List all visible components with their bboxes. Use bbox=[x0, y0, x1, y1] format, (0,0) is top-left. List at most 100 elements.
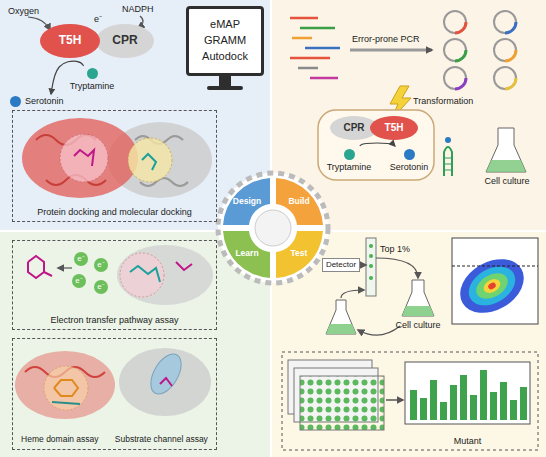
gene-fragment bbox=[292, 37, 312, 40]
dashed-panel: Heme domain assay Substrate channel assay bbox=[12, 338, 217, 450]
bar-chart bbox=[410, 390, 417, 420]
substrate-molecule: Tryptamine bbox=[62, 66, 122, 94]
bar-chart bbox=[450, 385, 457, 420]
bar-chart bbox=[470, 395, 477, 420]
flow-arrow bbox=[58, 267, 72, 268]
plasmid-symbol bbox=[505, 50, 516, 61]
plasmid-symbol bbox=[444, 11, 516, 89]
scatter-plot bbox=[451, 248, 534, 324]
node-text: Detector bbox=[326, 260, 356, 269]
gene-fragment bbox=[310, 77, 338, 80]
plasmid-symbol bbox=[505, 78, 516, 89]
flask-symbol bbox=[326, 300, 356, 334]
node-text: Substrate channel assay bbox=[115, 435, 208, 445]
cofactor-label: NADPH bbox=[122, 4, 154, 14]
gene-fragment bbox=[300, 27, 335, 30]
bar-chart bbox=[440, 402, 447, 420]
flask-symbol bbox=[402, 280, 434, 316]
flask-symbol bbox=[402, 306, 434, 316]
sorter-tube bbox=[366, 238, 376, 296]
biosensor-symbol bbox=[444, 158, 452, 159]
electron-illustration bbox=[28, 245, 213, 305]
chart-box: Mutant bbox=[405, 362, 530, 446]
substrate-molecule: Tryptamine bbox=[318, 146, 380, 176]
bar-chart bbox=[520, 387, 527, 420]
bar-chart bbox=[430, 380, 437, 420]
bar-chart bbox=[490, 392, 497, 420]
gene-fragment bbox=[305, 47, 340, 50]
electron-illustration bbox=[117, 245, 213, 305]
node-text: Tryptamine bbox=[327, 162, 372, 172]
electron-badge: e⁻ bbox=[72, 274, 86, 288]
heme-illustration bbox=[52, 402, 80, 404]
gene-fragment bbox=[290, 17, 318, 20]
flask-caption: Cell culture bbox=[388, 318, 448, 332]
sorter-tube bbox=[369, 244, 373, 248]
gear-segment: Test bbox=[279, 247, 319, 261]
sorter-tube bbox=[369, 254, 373, 258]
bar-chart bbox=[460, 375, 467, 420]
gate-label: Top 1% bbox=[380, 244, 410, 254]
electron-badge: e⁻ bbox=[94, 258, 108, 272]
electron-badge: e⁻ bbox=[94, 280, 108, 294]
flask-symbol bbox=[326, 324, 356, 334]
biosensor-symbol bbox=[444, 170, 452, 171]
node-text: T5H bbox=[385, 122, 404, 134]
node-text: Serotonin bbox=[390, 162, 429, 172]
plasmid-symbol bbox=[494, 67, 516, 89]
scatter-plot bbox=[451, 238, 538, 324]
dashed-frame bbox=[282, 352, 538, 450]
docking-illustration bbox=[128, 138, 172, 182]
bar-chart bbox=[510, 400, 517, 420]
gear-segment: Learn bbox=[227, 247, 267, 261]
gene-fragment bbox=[290, 57, 330, 60]
plasmid-symbol bbox=[444, 11, 466, 33]
biosensor-symbol bbox=[445, 137, 451, 143]
node-text: Heme domain assay bbox=[21, 435, 98, 445]
node-text: Electron transfer pathway assay bbox=[50, 315, 178, 325]
well-plate bbox=[300, 376, 384, 430]
dbtl-gear bbox=[218, 173, 328, 283]
node-text: Learn bbox=[235, 249, 258, 259]
electron-label: e⁻ bbox=[94, 12, 102, 25]
computer-screen: eMAPGRAMMAutodock bbox=[186, 6, 264, 76]
bar-chart bbox=[420, 398, 427, 420]
gene-fragment bbox=[298, 67, 318, 70]
plasmid-symbol bbox=[444, 39, 466, 61]
flask-symbol bbox=[486, 128, 526, 172]
docking-illustration bbox=[60, 134, 108, 182]
dashed-panel: Protein docking and molecular docking bbox=[12, 110, 217, 222]
monitor-stand bbox=[219, 76, 231, 86]
heme-illustration bbox=[145, 349, 188, 399]
node-text: Cell culture bbox=[395, 320, 440, 330]
flask-caption: Cell culture bbox=[472, 174, 542, 188]
process-arrow bbox=[350, 49, 432, 52]
dashed-panel: Electron transfer pathway assay bbox=[12, 240, 217, 330]
docking-illustration bbox=[22, 118, 212, 198]
dbtl-gear bbox=[218, 173, 328, 283]
electron-illustration bbox=[130, 266, 160, 282]
flow-arrow bbox=[360, 264, 366, 265]
node-text: eMAP bbox=[210, 17, 240, 33]
bar-chart bbox=[405, 362, 530, 424]
electron-illustration bbox=[176, 262, 192, 270]
process-arrow bbox=[350, 50, 432, 51]
docking-illustration bbox=[22, 118, 138, 198]
scatter-plot bbox=[462, 259, 522, 313]
sorter-tube bbox=[369, 264, 373, 268]
bar-chart bbox=[500, 382, 507, 420]
monitor-stand bbox=[207, 76, 243, 90]
flow-arrow bbox=[376, 258, 418, 278]
heme-illustration bbox=[44, 366, 88, 410]
gear-segment: Design bbox=[227, 195, 267, 209]
node-text: Protein docking and molecular docking bbox=[37, 207, 192, 217]
reaction-connector bbox=[360, 143, 395, 146]
biosensor-symbol bbox=[444, 147, 452, 176]
plasmid-symbol bbox=[455, 50, 466, 61]
flow-arrow bbox=[358, 326, 400, 335]
panel-background bbox=[272, 232, 546, 457]
